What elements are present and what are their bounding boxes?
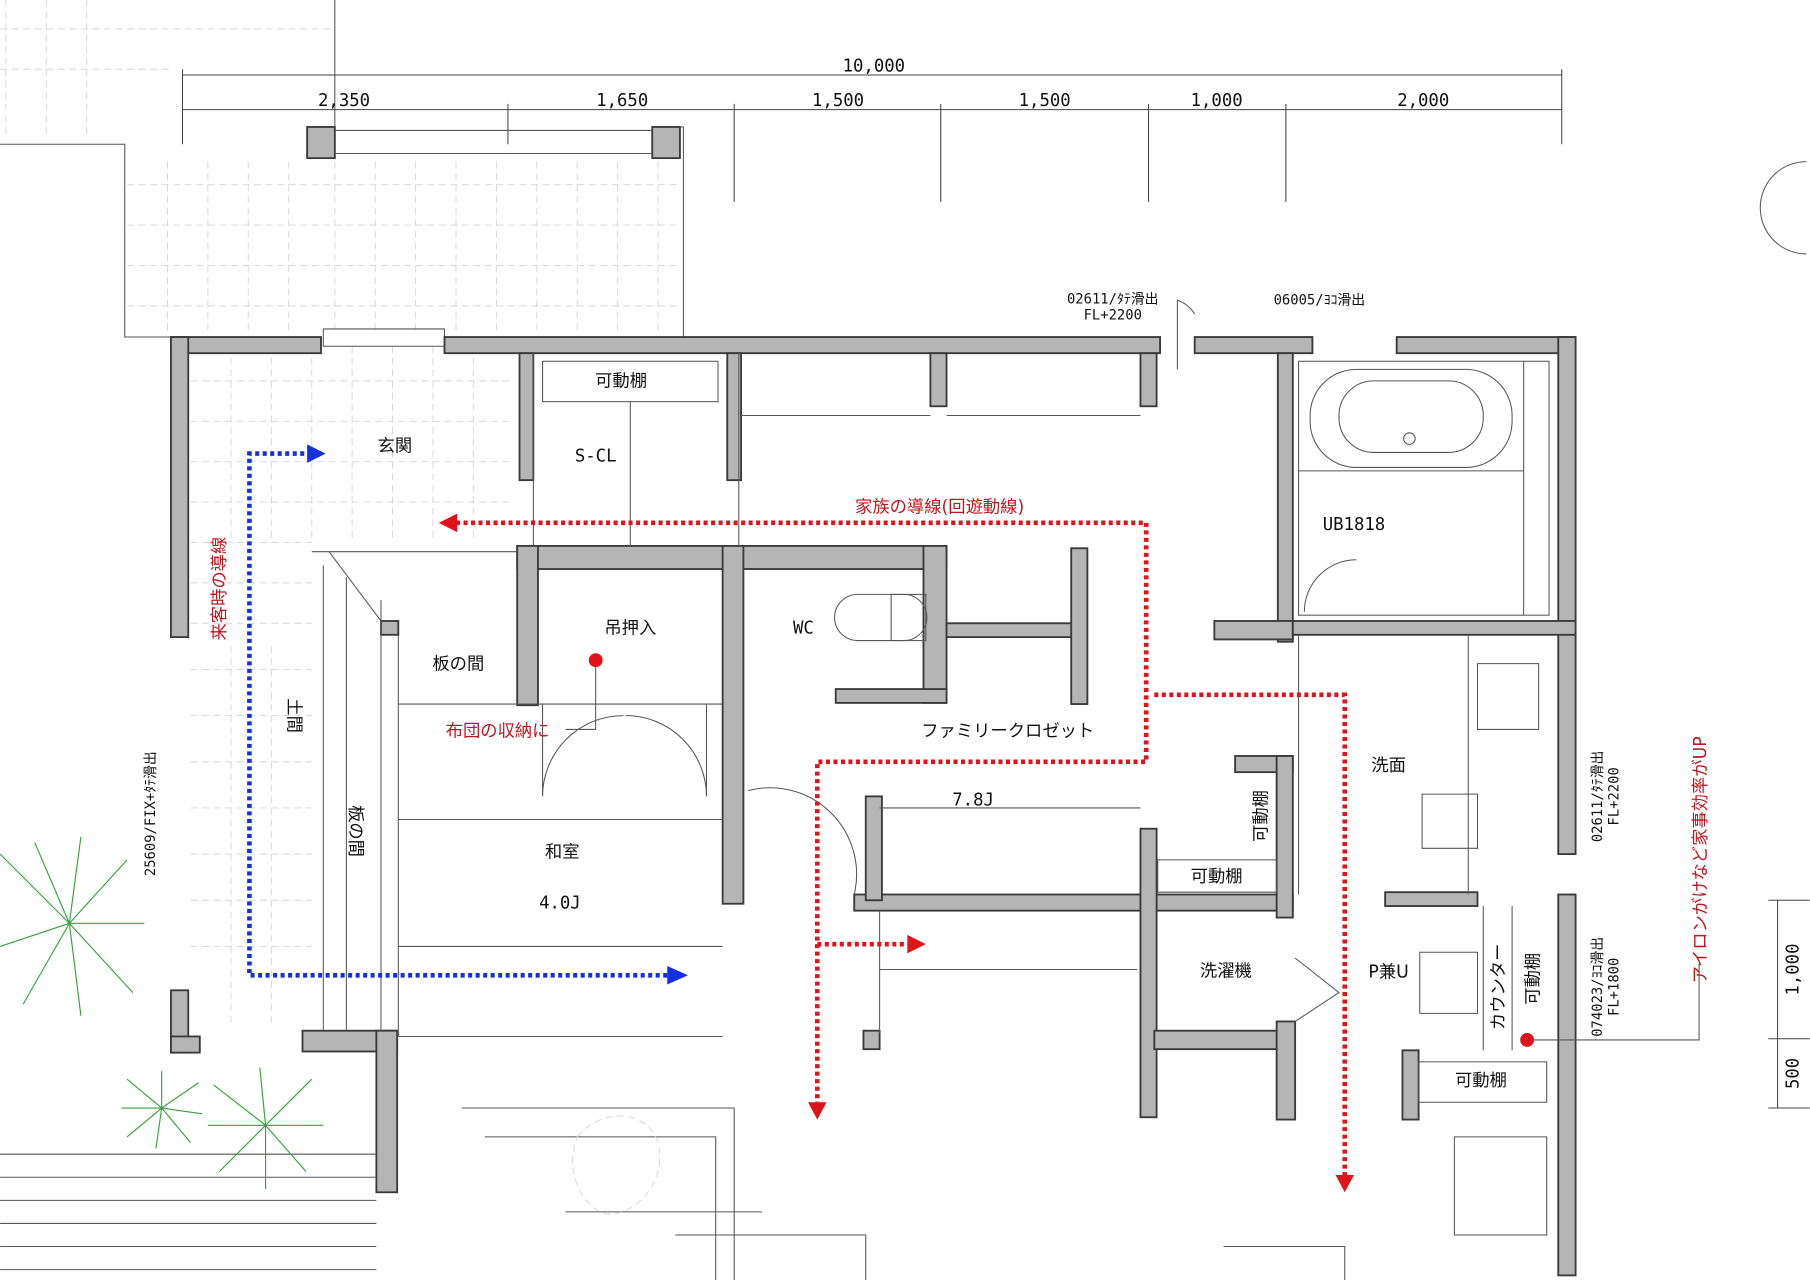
toilet: [834, 593, 928, 642]
walls: [170, 126, 1577, 1277]
futon-marker: [588, 653, 603, 668]
dim-seg-3: 1,500: [812, 91, 864, 111]
room-family-closet: ファミリークロゼット: [921, 721, 1094, 741]
washitsu-size: 4.0J: [539, 893, 581, 913]
window-4-code: 074023/ﾖｺ滑出: [1589, 937, 1606, 1037]
tree-icon: [0, 836, 324, 1189]
window-3-code: 02611/ﾀﾃ滑出: [1589, 751, 1606, 843]
dim-seg-6: 2,000: [1397, 91, 1449, 111]
room-ub: UB1818: [1323, 515, 1385, 535]
window-1-fl: FL+2200: [1084, 308, 1142, 324]
shelf-label: 可動棚: [595, 372, 647, 392]
dim-right-2: 500: [1783, 1058, 1803, 1089]
bathtub: [1309, 368, 1513, 468]
ironing-label: アイロンがけなど家事効率がUP: [1691, 736, 1711, 983]
shelf-pantry-vertical: 可動棚: [1524, 953, 1544, 1005]
room-doma: 土間: [284, 698, 304, 733]
door-swing-icon: [1176, 161, 1807, 370]
guest-route-label: 来客時の導線: [210, 537, 230, 641]
shelf-vertical: 可動棚: [1251, 790, 1271, 842]
room-washitsu: 和室: [545, 843, 580, 863]
room-itanoma-side: 板の間: [345, 805, 365, 857]
room-sentakuki: 洗濯機: [1200, 961, 1252, 981]
guest-route: [247, 444, 689, 985]
room-wc: WC: [793, 619, 814, 639]
dim-seg-5: 1,000: [1191, 91, 1243, 111]
terrace-grid: [0, 0, 684, 1028]
family-route-label: 家族の導線(回遊動線): [855, 497, 1024, 517]
room-labels: 玄関 可動棚 S-CL UB1818 吊押入 WC 板の間 ファミリークロゼット…: [284, 372, 1544, 1091]
dim-seg-4: 1,500: [1019, 91, 1071, 111]
room-itanoma: 板の間: [432, 654, 484, 674]
dim-seg-2: 1,650: [596, 91, 648, 111]
futon-label: 布団の収納に: [446, 721, 550, 741]
family-route: [438, 513, 1700, 1193]
window-4-fl: FL+1800: [1606, 958, 1622, 1016]
room-senmen: 洗面: [1371, 756, 1406, 776]
window-1-code: 02611/ﾀﾃ滑出: [1067, 291, 1159, 308]
dim-seg-1: 2,350: [318, 91, 370, 111]
ironing-marker: [1520, 1033, 1535, 1047]
window-5-code: 25609/FIX+ﾀﾃ滑出: [142, 751, 159, 876]
room-tsurioshiire: 吊押入: [604, 619, 656, 639]
room-scl: S-CL: [575, 447, 617, 467]
window-labels: 02611/ﾀﾃ滑出 FL+2200 06005/ﾖｺ滑出 02611/ﾀﾃ滑出…: [142, 291, 1623, 1037]
room-pantry: P兼U: [1368, 963, 1408, 983]
window-2-code: 06005/ﾖｺ滑出: [1274, 292, 1366, 309]
shelf-lower: 可動棚: [1191, 867, 1243, 887]
dim-overall: 10,000: [843, 57, 905, 77]
shelf-pantry: 可動棚: [1455, 1071, 1507, 1091]
window-3-fl: FL+2200: [1606, 767, 1622, 825]
counter-label: カウンター: [1489, 944, 1509, 1030]
dim-right-1: 1,000: [1783, 943, 1803, 995]
dimension-lines: 10,000 2,350 1,650 1,500 1,500 1,000 2,0…: [181, 57, 1810, 1109]
room-genkan: 玄関: [378, 436, 413, 456]
annotations: 家族の導線(回遊動線) 来客時の導線 布団の収納に アイロンがけなど家事効率がU…: [210, 497, 1711, 983]
family-closet-size: 7.8J: [952, 791, 994, 811]
fixtures: [0, 353, 1550, 1280]
